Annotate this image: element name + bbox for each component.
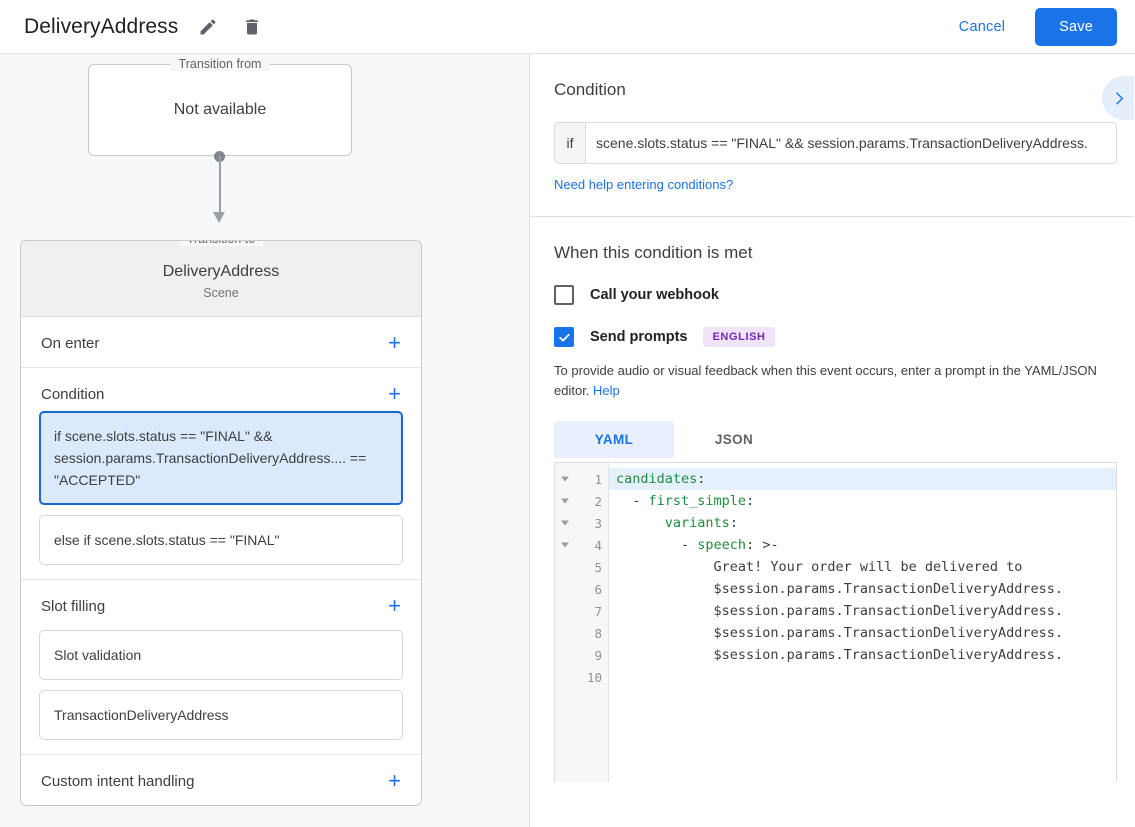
editor-line-number: 5 bbox=[594, 559, 602, 575]
editor-code-area[interactable]: candidates: - first_simple: variants: - … bbox=[609, 463, 1116, 782]
plus-icon[interactable]: + bbox=[388, 593, 401, 618]
when-condition-block: When this condition is met Call your web… bbox=[530, 243, 1134, 782]
connector-line bbox=[218, 156, 221, 214]
fold-triangle-icon[interactable] bbox=[561, 542, 569, 548]
scene-header: Transition to DeliveryAddress Scene bbox=[21, 241, 421, 317]
editor-code-line: Great! Your order will be delivered to bbox=[616, 559, 1023, 575]
language-badge: ENGLISH bbox=[703, 327, 775, 347]
transition-to-legend: Transition to bbox=[178, 241, 264, 246]
scene-name: DeliveryAddress bbox=[162, 263, 280, 280]
editor-code-line: - first_simple: bbox=[616, 493, 755, 509]
section-on-enter-title: On enter bbox=[41, 334, 100, 352]
section-condition-body: if scene.slots.status == "FINAL" && sess… bbox=[21, 411, 421, 579]
section-slot-filling-title: Slot filling bbox=[41, 597, 106, 615]
editor-code-line: candidates: bbox=[609, 468, 1116, 490]
tab-json[interactable]: JSON bbox=[714, 432, 754, 447]
when-condition-heading: When this condition is met bbox=[554, 243, 753, 262]
connector-arrow-icon bbox=[213, 212, 225, 223]
transition-from-legend: Transition from bbox=[170, 57, 270, 71]
editor-line-number: 10 bbox=[586, 669, 602, 685]
section-condition-header[interactable]: Condition + bbox=[21, 368, 421, 411]
section-custom-intent-handling: Custom intent handling + bbox=[21, 755, 421, 805]
slot-validation-item[interactable]: Slot validation bbox=[39, 630, 403, 680]
editor-code-line: $session.params.TransactionDeliveryAddre… bbox=[616, 603, 1064, 619]
section-slot-filling-body: Slot validation TransactionDeliveryAddre… bbox=[21, 630, 421, 754]
editor-line-number: 8 bbox=[594, 625, 602, 641]
send-prompts-checkbox[interactable] bbox=[554, 327, 574, 347]
editor-line-number: 3 bbox=[555, 512, 608, 534]
editor-line-number: 7 bbox=[594, 603, 602, 619]
section-custom-intent-title: Custom intent handling bbox=[41, 772, 195, 790]
section-on-enter: On enter + bbox=[21, 317, 421, 368]
editor-code-line: $session.params.TransactionDeliveryAddre… bbox=[616, 647, 1064, 663]
editor-code-line: - speech: >- bbox=[616, 537, 779, 553]
slot-item[interactable]: TransactionDeliveryAddress bbox=[39, 690, 403, 740]
section-on-enter-header[interactable]: On enter + bbox=[21, 317, 421, 367]
send-prompts-row: Send prompts ENGLISH bbox=[554, 327, 1110, 347]
transition-from-card: Transition from Not available bbox=[88, 57, 352, 156]
trash-icon[interactable] bbox=[238, 13, 266, 41]
editor-line-number: 1 bbox=[555, 468, 608, 490]
pencil-icon[interactable] bbox=[194, 13, 222, 41]
call-webhook-label: Call your webhook bbox=[590, 287, 719, 303]
prompt-help-text: To provide audio or visual feedback when… bbox=[554, 361, 1110, 401]
condition-item-selected[interactable]: if scene.slots.status == "FINAL" && sess… bbox=[39, 411, 403, 505]
section-slot-filling-header[interactable]: Slot filling + bbox=[21, 580, 421, 630]
editor-line-number: 6 bbox=[594, 581, 602, 597]
save-button[interactable]: Save bbox=[1035, 7, 1117, 46]
if-label: if bbox=[555, 123, 586, 163]
prompt-help-sentence: To provide audio or visual feedback when… bbox=[554, 363, 1097, 398]
send-prompts-label: Send prompts bbox=[590, 329, 688, 345]
cancel-button[interactable]: Cancel bbox=[947, 11, 1017, 43]
right-panel: Condition if Need help entering conditio… bbox=[530, 54, 1134, 827]
editor-line-number: 9 bbox=[594, 647, 602, 663]
section-custom-intent-header[interactable]: Custom intent handling + bbox=[21, 755, 421, 805]
transition-to-card: Transition to DeliveryAddress Scene On e… bbox=[20, 240, 422, 806]
editor-code-line bbox=[609, 666, 1116, 688]
condition-block: Condition if Need help entering conditio… bbox=[530, 54, 1134, 194]
fold-triangle-icon[interactable] bbox=[561, 520, 569, 526]
scene-subtitle: Scene bbox=[203, 286, 239, 300]
condition-input[interactable] bbox=[586, 123, 1116, 163]
editor-code-line: variants: bbox=[664, 515, 738, 531]
fold-triangle-icon[interactable] bbox=[561, 498, 569, 504]
editor-line-number: 4 bbox=[555, 534, 608, 556]
section-slot-filling: Slot filling + Slot validation Transacti… bbox=[21, 580, 421, 755]
webhook-row: Call your webhook bbox=[554, 285, 1110, 305]
transition-from-value: Not available bbox=[173, 101, 267, 118]
chevron-right-icon[interactable] bbox=[1102, 76, 1134, 120]
editor-code-line: $session.params.TransactionDeliveryAddre… bbox=[616, 625, 1064, 641]
editor-line-number: 2 bbox=[555, 490, 608, 512]
condition-heading: Condition bbox=[554, 80, 626, 99]
main-split: Transition from Not available Transition… bbox=[0, 54, 1135, 827]
section-condition-title: Condition bbox=[41, 385, 105, 403]
transition-graph: Transition from Not available bbox=[0, 54, 529, 236]
condition-input-row: if bbox=[554, 122, 1117, 164]
plus-icon[interactable]: + bbox=[388, 768, 401, 793]
fold-triangle-icon[interactable] bbox=[561, 476, 569, 482]
plus-icon[interactable]: + bbox=[388, 381, 401, 406]
plus-icon[interactable]: + bbox=[388, 330, 401, 355]
left-panel: Transition from Not available Transition… bbox=[0, 54, 530, 827]
page-title: DeliveryAddress bbox=[24, 14, 179, 38]
editor-format-tabs: YAML JSON bbox=[554, 421, 1110, 458]
panel-divider bbox=[530, 216, 1134, 217]
condition-help-link[interactable]: Need help entering conditions? bbox=[554, 177, 734, 192]
transition-connector bbox=[0, 151, 529, 236]
condition-item[interactable]: else if scene.slots.status == "FINAL" bbox=[39, 515, 403, 565]
top-bar-actions: Cancel Save bbox=[947, 7, 1117, 46]
prompt-help-link[interactable]: Help bbox=[593, 383, 620, 398]
top-app-bar: DeliveryAddress Cancel Save bbox=[0, 0, 1135, 54]
call-webhook-checkbox[interactable] bbox=[554, 285, 574, 305]
tab-yaml[interactable]: YAML bbox=[554, 421, 674, 458]
section-condition: Condition + if scene.slots.status == "FI… bbox=[21, 368, 421, 580]
editor-code-line: $session.params.TransactionDeliveryAddre… bbox=[616, 581, 1064, 597]
